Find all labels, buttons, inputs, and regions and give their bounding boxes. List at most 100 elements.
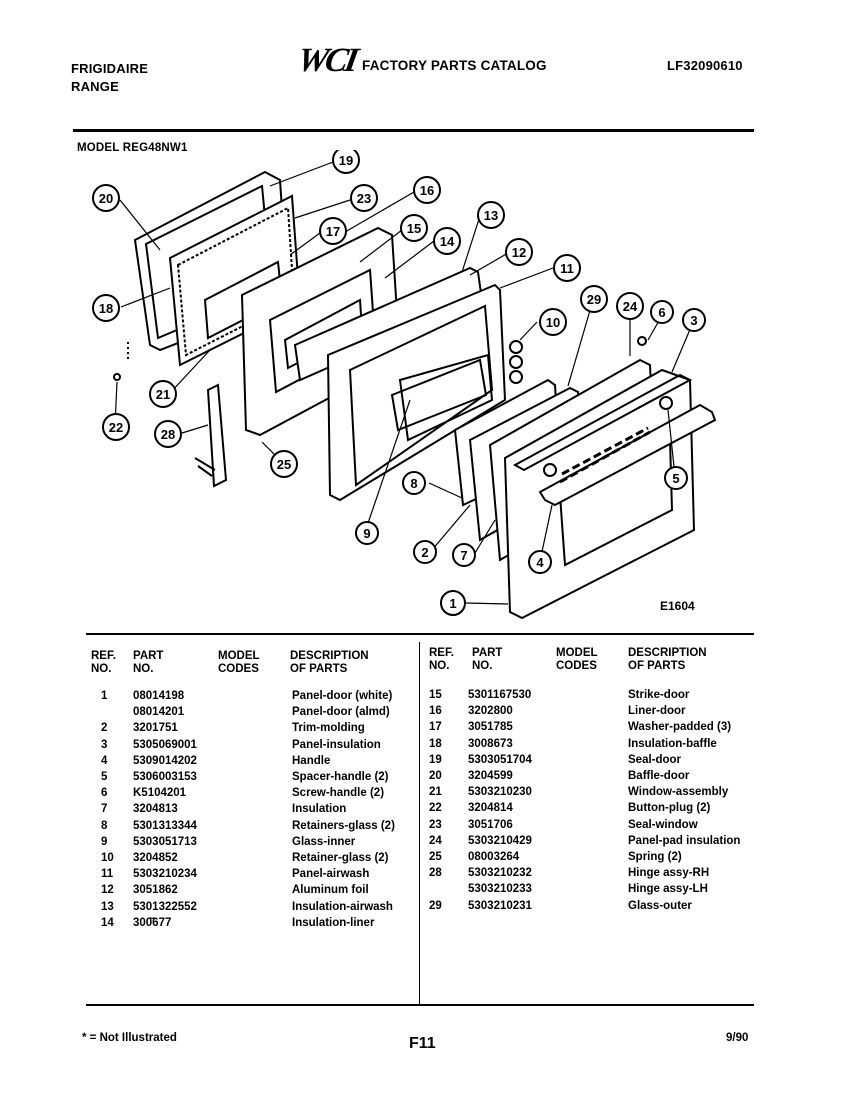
cell-desc: Retainer-glass (2) xyxy=(292,852,389,864)
callout-8: 8 xyxy=(402,471,426,495)
cell-ref: 6 xyxy=(101,787,108,800)
cell-part: 5301313344 xyxy=(133,819,197,832)
cell-ref: 21 xyxy=(429,786,442,799)
cell-desc: Aluminum foil xyxy=(292,884,369,897)
cell-desc: Hinge assy-RH xyxy=(628,867,710,880)
cell-ref: 9 xyxy=(101,835,108,848)
svg-text:25: 25 xyxy=(277,457,291,472)
callout-18: 18 xyxy=(92,294,120,322)
header-desc: DESCRIPTION OF PARTS xyxy=(290,650,369,675)
cell-desc: Baffle-door xyxy=(628,770,690,782)
callout-7: 7 xyxy=(452,543,476,567)
model-label: MODEL REG48NW1 xyxy=(77,142,188,154)
callout-13: 13 xyxy=(477,201,505,229)
cell-part: 5303210234 xyxy=(133,868,197,881)
exploded-door-diagram: 20 19 23 16 17 15 14 13 12 11 18 10 29 2… xyxy=(92,150,717,620)
callout-9: 9 xyxy=(355,521,379,545)
callout-16: 16 xyxy=(413,176,441,204)
svg-text:18: 18 xyxy=(99,301,113,316)
cell-desc: Strike-door xyxy=(628,689,690,701)
cell-ref: 2 xyxy=(101,722,108,735)
cell-ref: 15 xyxy=(429,689,442,701)
svg-text:5: 5 xyxy=(672,471,679,486)
product-type: RANGE xyxy=(71,79,119,94)
cell-part: 08014201 xyxy=(133,706,185,719)
cell-part: 300̆677 xyxy=(133,916,172,929)
cell-part: 5303210230 xyxy=(468,786,532,799)
wci-logo: WCI xyxy=(294,42,359,79)
svg-text:21: 21 xyxy=(156,387,170,402)
footnote: * = Not Illustrated xyxy=(82,1032,177,1044)
header-desc-right: DESCRIPTION OF PARTS xyxy=(628,647,707,672)
svg-text:19: 19 xyxy=(339,153,353,168)
cell-desc: Trim-molding xyxy=(292,722,365,735)
svg-text:20: 20 xyxy=(99,191,113,206)
cell-part: 5309014202 xyxy=(133,754,197,767)
callout-6: 6 xyxy=(650,300,674,324)
svg-text:10: 10 xyxy=(546,315,560,330)
cell-desc: Liner-door xyxy=(628,705,686,718)
cell-part: 5301167530 xyxy=(468,689,532,701)
cell-part: 08003264 xyxy=(468,851,520,863)
cell-desc: Insulation xyxy=(292,803,347,816)
revision-date: 9/90 xyxy=(726,1032,749,1044)
cell-part: 3051785 xyxy=(468,721,513,734)
cell-ref: 11 xyxy=(101,868,114,881)
cell-part: 5301322552 xyxy=(133,900,197,913)
callout-28: 28 xyxy=(154,420,182,448)
header-ref-right: REF. NO. xyxy=(429,647,454,672)
cell-desc: Glass-outer xyxy=(628,899,692,912)
callout-2: 2 xyxy=(413,540,437,564)
cell-desc: Panel-airwash xyxy=(292,868,370,881)
catalog-title: FACTORY PARTS CATALOG xyxy=(362,58,547,73)
callout-15: 15 xyxy=(400,214,428,242)
cell-part: 5306003153 xyxy=(133,771,197,783)
cell-ref: 25 xyxy=(429,851,442,863)
cell-part: 3204852 xyxy=(133,852,178,864)
svg-text:22: 22 xyxy=(109,420,123,435)
cell-desc: Button-plug (2) xyxy=(628,802,711,815)
callout-3: 3 xyxy=(682,308,706,332)
callout-17: 17 xyxy=(319,217,347,245)
cell-desc: Spacer-handle (2) xyxy=(292,771,389,783)
cell-part: 3204813 xyxy=(133,803,178,816)
cell-part: 5303210232 xyxy=(468,867,532,880)
cell-ref: 19 xyxy=(429,753,442,766)
svg-text:13: 13 xyxy=(484,208,498,223)
cell-ref: 10 xyxy=(101,852,114,864)
svg-text:11: 11 xyxy=(560,261,574,276)
cell-ref: 8 xyxy=(101,819,108,832)
cell-desc: Panel-door (almd) xyxy=(292,706,390,719)
cell-ref: 1 xyxy=(101,690,108,702)
callout-19: 19 xyxy=(332,150,360,174)
cell-desc: Hinge assy-LH xyxy=(628,883,708,896)
cell-ref: 28 xyxy=(429,867,442,880)
cell-desc: Spring (2) xyxy=(628,851,682,863)
cell-ref: 20 xyxy=(429,770,442,782)
cell-ref: 22 xyxy=(429,802,442,815)
cell-desc: Handle xyxy=(292,754,331,767)
cell-part: 5305069001 xyxy=(133,738,197,751)
header-part: PART NO. xyxy=(133,650,164,675)
cell-desc: Panel-pad insulation xyxy=(628,834,741,847)
cell-part: 5303210231 xyxy=(468,899,532,912)
svg-text:14: 14 xyxy=(440,234,455,249)
cell-desc: Retainers-glass (2) xyxy=(292,819,395,832)
cell-ref: 29 xyxy=(429,899,442,912)
header-ref: REF. NO. xyxy=(91,650,116,675)
svg-text:17: 17 xyxy=(326,224,340,239)
callout-24: 24 xyxy=(616,292,644,320)
cell-desc: Seal-door xyxy=(628,753,682,766)
header-model-right: MODEL CODES xyxy=(556,647,598,672)
header-model: MODEL CODES xyxy=(218,650,260,675)
callout-14: 14 xyxy=(433,227,461,255)
cell-desc: Insulation-airwash xyxy=(292,900,393,913)
cell-part: K5104201 xyxy=(133,787,187,800)
cell-ref: 4 xyxy=(101,754,108,767)
table-divider xyxy=(419,642,420,1004)
callout-22: 22 xyxy=(102,413,130,441)
cell-ref: 17 xyxy=(429,721,442,734)
svg-text:7: 7 xyxy=(460,548,467,563)
table-top-rule xyxy=(86,633,754,635)
svg-text:8: 8 xyxy=(410,476,417,491)
